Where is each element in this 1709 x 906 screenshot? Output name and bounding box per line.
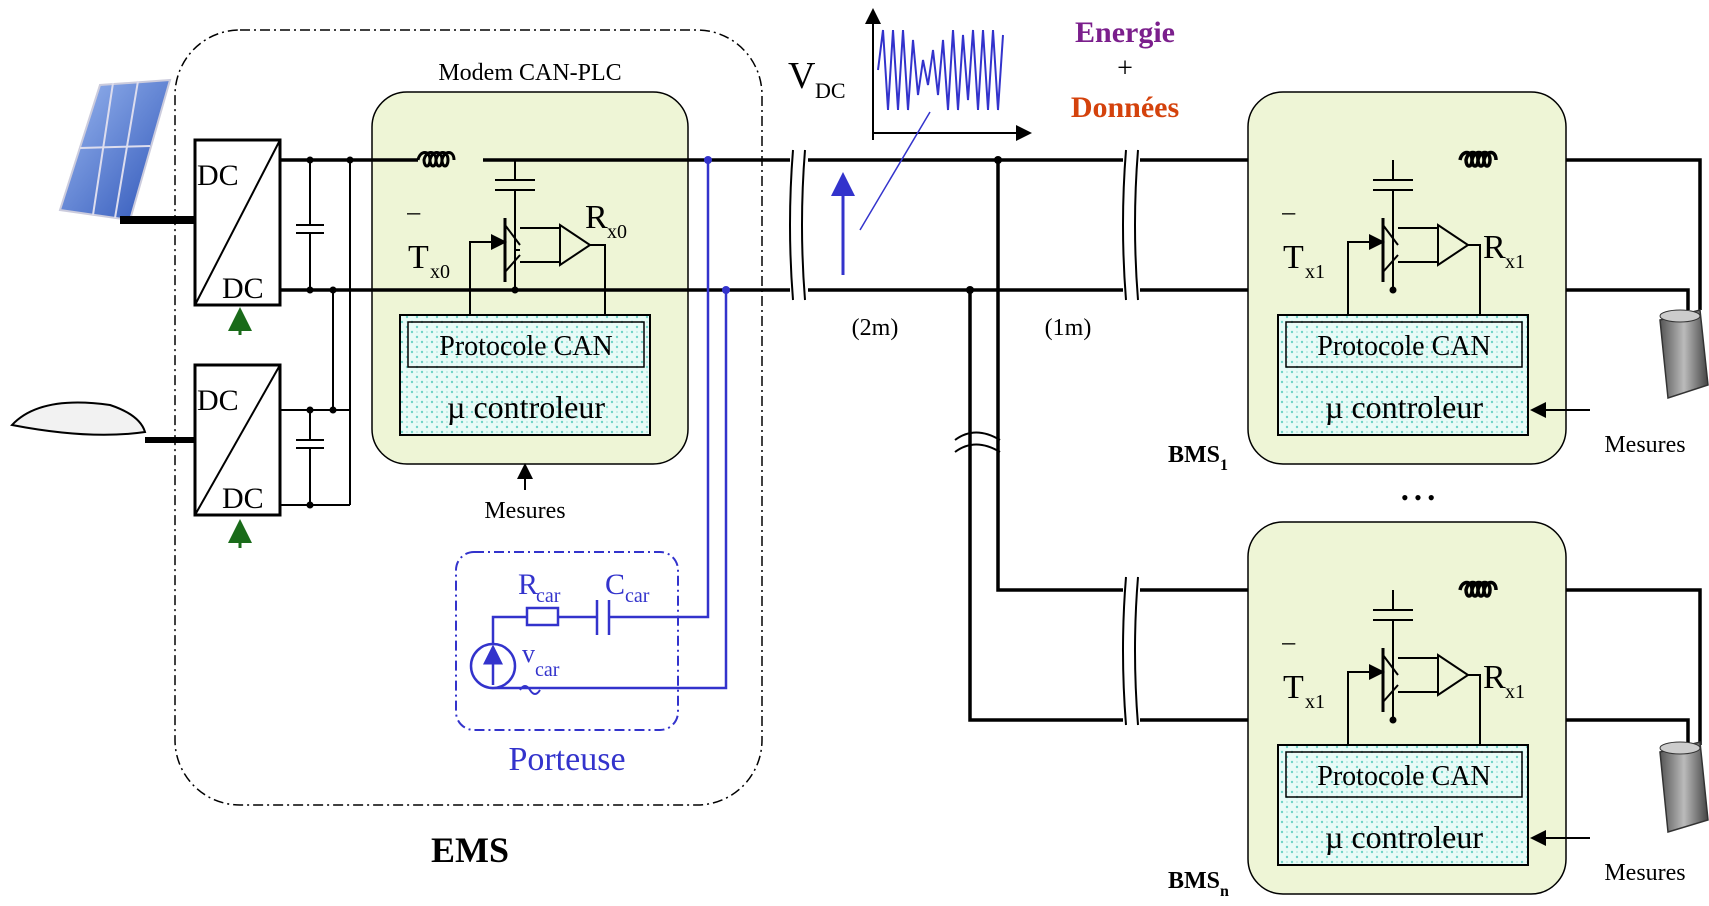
svg-text:DC: DC <box>222 272 264 305</box>
resistor-icon <box>525 606 560 627</box>
carrier-capacitor-icon <box>595 600 618 635</box>
solar-panel-icon <box>58 78 195 224</box>
svg-text:R: R <box>1483 659 1506 696</box>
controleur-label: µ controleur <box>447 389 605 425</box>
svg-text:T: T <box>1283 239 1304 276</box>
svg-text:car: car <box>535 659 560 681</box>
ems-label: EMS <box>431 830 509 870</box>
ac-source-icon <box>469 642 541 695</box>
porteuse-label: Porteuse <box>508 741 625 778</box>
ems-transceiver: T ‾ x0 R x0 <box>407 160 627 315</box>
svg-text:DC: DC <box>197 384 239 417</box>
svg-text:DC: DC <box>222 482 264 515</box>
battery-icon <box>1659 309 1709 400</box>
vdc-waveform <box>831 8 1032 275</box>
battery-icon <box>1659 741 1709 833</box>
bmsn-can-box: Protocole CAN µ controleur <box>1277 744 1529 866</box>
svg-text:x0: x0 <box>607 221 627 243</box>
svg-text:car: car <box>536 585 561 607</box>
bmsn-label: BMSn <box>1168 868 1229 900</box>
svg-text:x1: x1 <box>1305 691 1325 713</box>
mesures-label-bmsn: Mesures <box>1604 860 1685 886</box>
modem-title: Modem CAN-PLC <box>438 60 621 86</box>
svg-text:car: car <box>625 585 650 607</box>
bms1-transceiver: T ‾ x1 R x1 <box>1282 160 1525 315</box>
svg-text:T: T <box>1283 669 1304 706</box>
length-1m-label: (1m) <box>1045 315 1092 341</box>
svg-text:+: + <box>1117 53 1133 84</box>
svg-text:Protocole CAN: Protocole CAN <box>1317 331 1490 362</box>
porteuse-box <box>455 551 679 731</box>
energie-label: Energie <box>1075 16 1175 49</box>
length-2m-label: (2m) <box>852 315 899 341</box>
svg-text:R: R <box>585 199 608 236</box>
svg-text:Protocole CAN: Protocole CAN <box>1317 761 1490 792</box>
vdc-label: V <box>788 55 816 97</box>
bms1-can-box: Protocole CAN µ controleur <box>1277 314 1529 436</box>
svg-text:R: R <box>1483 229 1506 266</box>
svg-text:x1: x1 <box>1505 251 1525 273</box>
ems-can-box: Protocole CAN µ controleur <box>399 314 651 436</box>
svg-text:v: v <box>522 639 535 668</box>
inductor-icon <box>1458 150 1498 168</box>
svg-text:µ controleur: µ controleur <box>1325 389 1483 425</box>
inductor-icon <box>1458 580 1498 598</box>
dcdc-converter-2: DC DC <box>193 363 282 517</box>
line-break-marks <box>789 149 1139 726</box>
svg-text:µ controleur: µ controleur <box>1325 819 1483 855</box>
svg-text:‾: ‾ <box>1282 641 1296 678</box>
capacitor-icon <box>280 156 354 509</box>
svg-text:‾: ‾ <box>1282 211 1296 248</box>
bms1-label: BMS1 <box>1168 442 1228 474</box>
svg-text:x1: x1 <box>1505 681 1525 703</box>
bmsn-transceiver: T ‾ x1 R x1 <box>1282 590 1525 745</box>
wind-turbine-icon <box>10 401 195 443</box>
ems-container <box>174 29 763 806</box>
dots-label: • • • <box>1401 485 1435 510</box>
dcdc-converter-1: DC DC <box>193 138 282 307</box>
protocole-can-label: Protocole CAN <box>439 331 612 362</box>
donnees-label: Données <box>1071 91 1179 124</box>
svg-text:R: R <box>518 568 538 601</box>
inductor-icon <box>416 151 456 168</box>
svg-text:DC: DC <box>815 78 846 103</box>
svg-text:C: C <box>605 568 625 601</box>
mesures-label-ems: Mesures <box>484 498 565 524</box>
svg-text:DC: DC <box>197 159 239 192</box>
svg-text:x1: x1 <box>1305 261 1325 283</box>
svg-text:‾: ‾ <box>407 211 421 248</box>
svg-text:T: T <box>408 239 429 276</box>
svg-text:x0: x0 <box>430 261 450 283</box>
bus-top <box>280 158 1702 310</box>
mesures-label-bms1: Mesures <box>1604 432 1685 458</box>
